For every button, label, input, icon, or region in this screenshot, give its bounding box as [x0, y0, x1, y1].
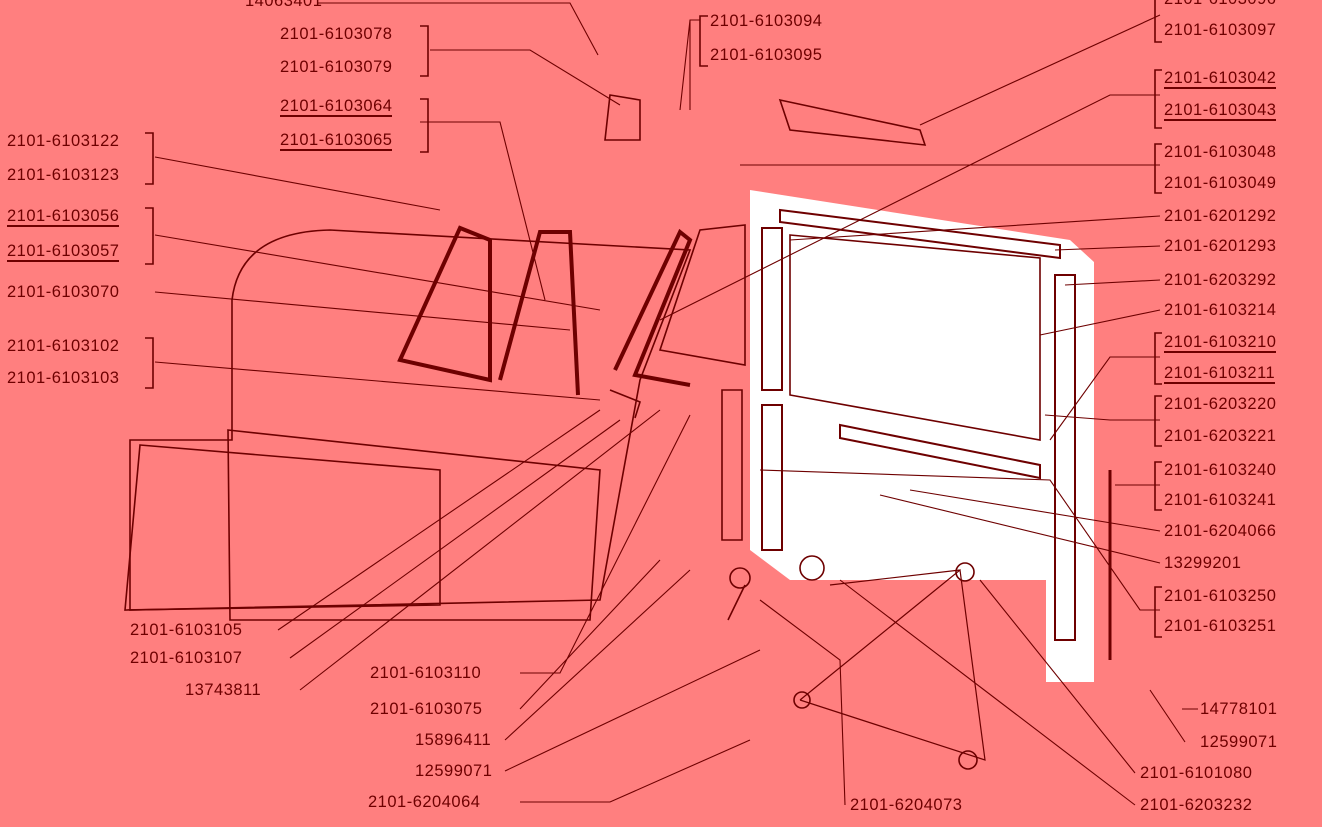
highlighted-glass-region [750, 190, 1094, 682]
rear-glass-run [1054, 274, 1076, 641]
part-number-label: 2101-6204064 [368, 793, 481, 811]
part-number-label: 2101-6103048 [1164, 143, 1277, 161]
part-number-label: 2101-6103103 [7, 369, 120, 387]
door-trim-panel [124, 444, 441, 611]
part-number-label: 12599071 [1200, 733, 1278, 751]
part-number-label: 14063401 [245, 0, 323, 10]
part-number-label: 2101-6103057 [7, 242, 120, 262]
regulator-cable [799, 568, 986, 761]
part-number-label: 2101-6103251 [1164, 617, 1277, 635]
part-number-label: 2101-6103096 [1164, 0, 1276, 8]
regulator-pulley-top [955, 562, 975, 582]
vent-handle [609, 389, 641, 419]
part-number-label: 2101-6103049 [1164, 174, 1277, 192]
part-number-label: 2101-6103065 [280, 131, 393, 151]
part-number-label: 2101-6203220 [1164, 395, 1277, 413]
window-handle [727, 584, 746, 621]
part-number-label: 2101-6103122 [7, 132, 120, 150]
regulator-pulley-bottom [958, 750, 978, 770]
part-number-label: 2101-6103123 [7, 166, 120, 184]
part-number-label: 2101-6103043 [1164, 101, 1277, 121]
front-guide [721, 389, 743, 541]
part-number-label: 2101-6103211 [1164, 364, 1276, 384]
part-number-label: 2101-6103250 [1164, 587, 1277, 605]
glass-run-channel [613, 228, 693, 387]
regulator-pulley-left [793, 691, 811, 709]
vent-glass [658, 224, 746, 366]
part-number-label: 2101-6103095 [710, 46, 823, 64]
part-number-label: 2101-6103105 [130, 621, 243, 639]
part-number-label: 2101-6103214 [1164, 301, 1277, 319]
glass-lower-channel [839, 423, 1041, 480]
door-glass [789, 234, 1041, 441]
part-number-label: 2101-6103107 [130, 649, 243, 667]
part-number-label: 12599071 [415, 762, 493, 780]
part-number-label: 2101-6103042 [1164, 69, 1277, 89]
front-glass-run [761, 227, 783, 551]
part-number-label: 15896411 [415, 731, 492, 749]
part-number-label: 2101-6103070 [7, 283, 120, 301]
window-handle-knob [729, 567, 751, 589]
part-number-label: 2101-6204073 [850, 796, 963, 814]
part-number-label: 2101-6103210 [1164, 333, 1277, 353]
part-number-label: 2101-6103240 [1164, 461, 1277, 479]
part-number-label: 2101-6204066 [1164, 522, 1277, 540]
glass-top-channel [779, 208, 1061, 260]
part-number-label: 2101-6103079 [280, 58, 393, 76]
label-brackets [145, 0, 1162, 638]
part-number-label: 13299201 [1164, 554, 1242, 572]
part-number-label: 2101-6203221 [1164, 427, 1277, 445]
part-number-label: 2101-6103094 [710, 12, 823, 30]
part-number-label: 2101-6201293 [1164, 237, 1277, 255]
part-number-label: 2101-6103102 [7, 337, 120, 355]
part-number-label: 2101-6203292 [1164, 271, 1277, 289]
part-number-label: 2101-6103097 [1164, 21, 1277, 39]
leader-lines [154, 2, 1198, 806]
part-number-label: 2101-6201292 [1164, 207, 1277, 225]
door-inner-panel [227, 429, 601, 621]
hinge [604, 94, 641, 141]
division-channel [498, 230, 580, 396]
part-number-label: 2101-6203232 [1140, 796, 1253, 814]
part-number-label: 14778101 [1200, 700, 1278, 718]
door-frame [129, 229, 692, 611]
part-number-label: 2101-6103078 [280, 25, 393, 43]
part-number-label: 2101-6103064 [280, 97, 393, 117]
part-number-label: 2101-6103056 [7, 207, 120, 227]
part-number-label: 2101-6103075 [370, 700, 483, 718]
regulator-drive [799, 555, 825, 581]
part-number-label: 2101-6103241 [1164, 491, 1277, 509]
part-number-label: 13743811 [185, 681, 262, 699]
sun-visor [778, 98, 927, 146]
vent-window-frame [397, 225, 492, 383]
part-number-label: 2101-6103110 [370, 664, 482, 682]
part-number-label: 2101-6101080 [1140, 764, 1253, 782]
